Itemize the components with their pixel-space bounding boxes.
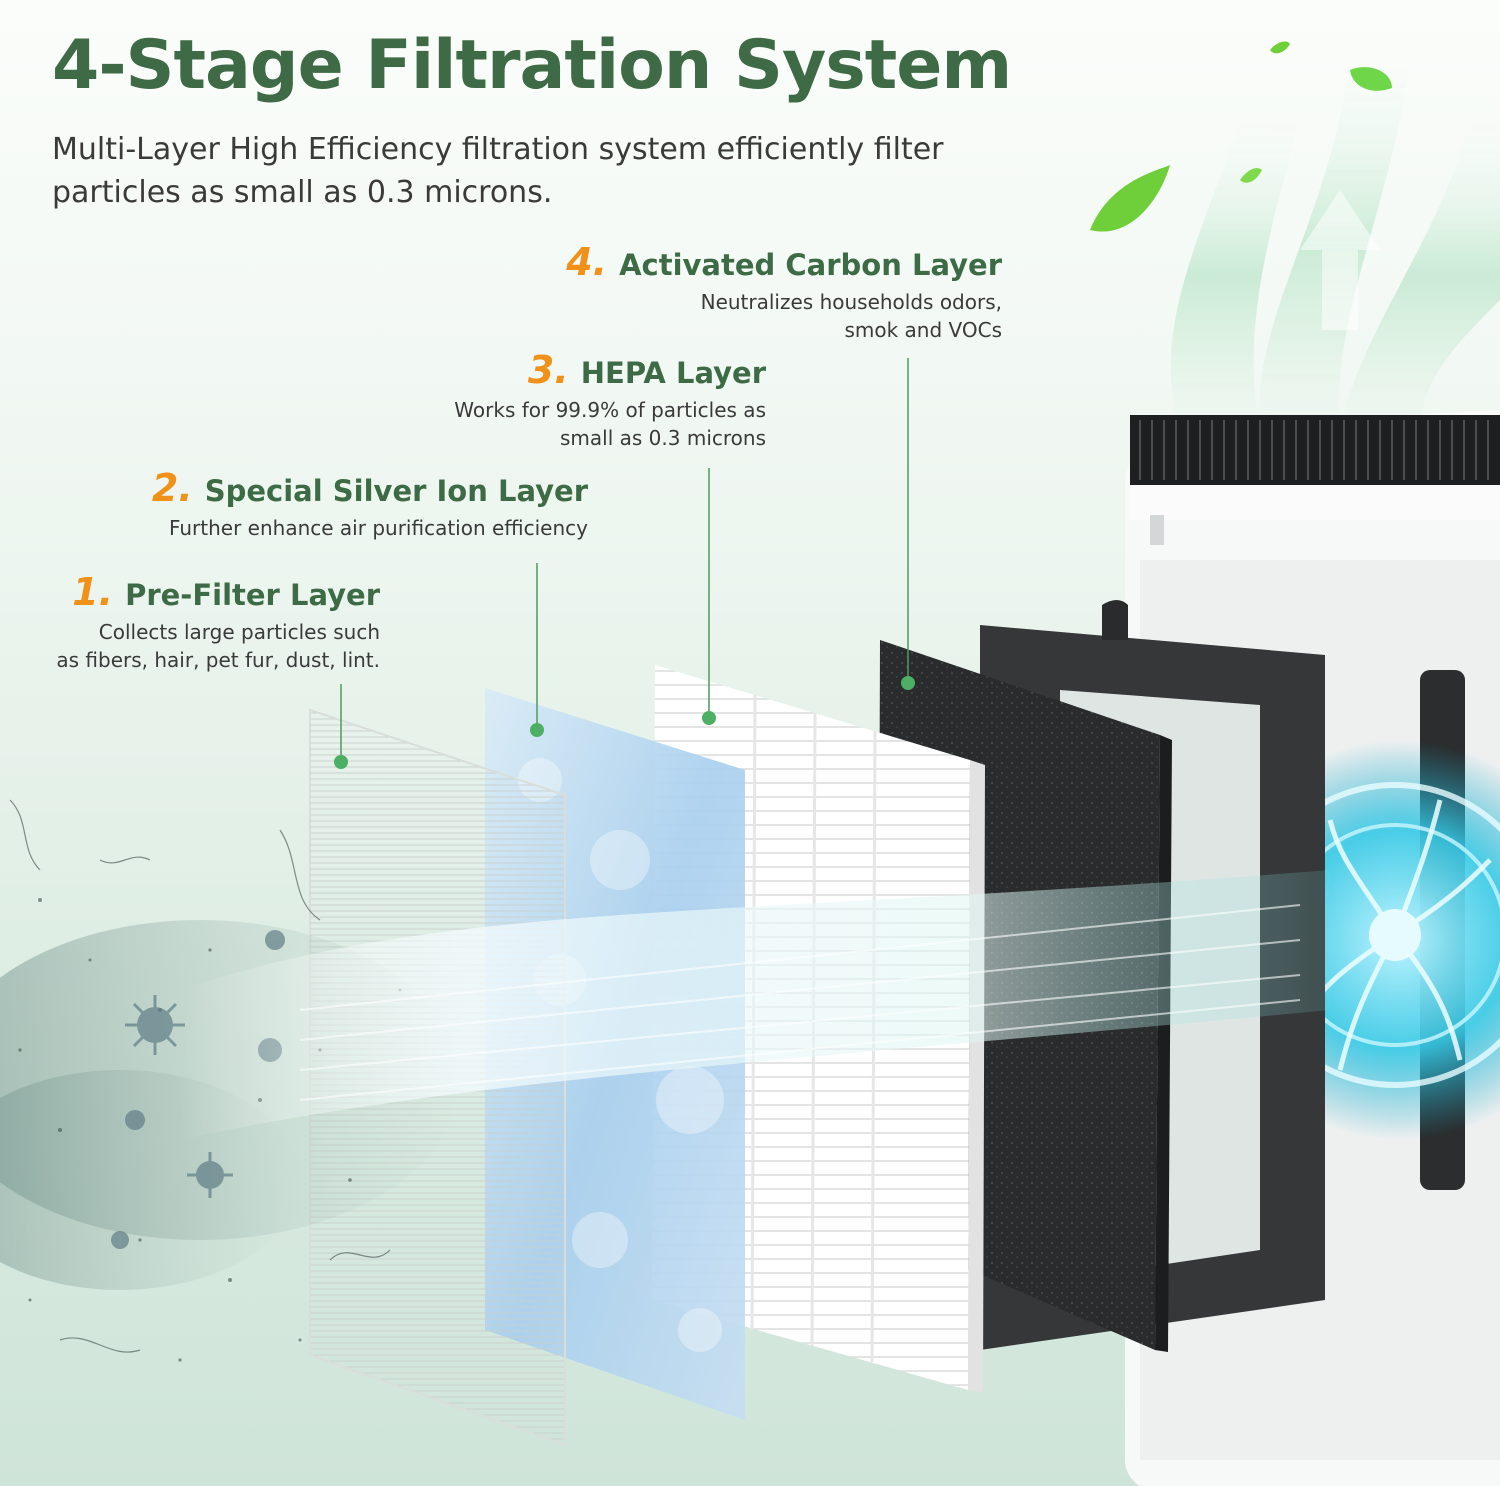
air-stream [180, 870, 1330, 1140]
stage-1-pre-filter: 1. Pre-Filter Layer Collects large partic… [56, 570, 380, 674]
stage-number: 3. [527, 348, 569, 392]
stage-desc-line: Further enhance air purification efficie… [168, 516, 588, 540]
stage-title: Special Silver Ion Layer [204, 474, 588, 508]
stage-desc-line: Collects large particles such [98, 620, 380, 644]
stage-desc-line: smok and VOCs [844, 318, 1002, 342]
stage-3-hepa: 3. HEPA Layer Works for 99.9% of particle… [454, 348, 766, 452]
page-subtitle: Multi-Layer High Efficiency filtration s… [52, 132, 944, 210]
stage-4-activated-carbon: 4. Activated Carbon Layer Neutralizes hou… [566, 240, 1002, 344]
stage-title: Activated Carbon Layer [619, 248, 1002, 282]
stage-desc-line: as fibers, hair, pet fur, dust, lint. [56, 648, 380, 672]
stage-desc-line: Neutralizes households odors, [700, 290, 1002, 314]
stage-desc-line: Works for 99.9% of particles as [454, 398, 766, 422]
stage-desc-line: small as 0.3 microns [560, 426, 766, 450]
leaf-icon [1090, 41, 1392, 232]
stage-title: Pre-Filter Layer [125, 578, 380, 612]
virus-particle-icon [111, 930, 285, 1249]
stage-number: 1. [72, 570, 114, 614]
stage-number: 4. [566, 240, 608, 284]
stage-2-silver-ion: 2. Special Silver Ion Layer Further enhan… [152, 466, 588, 542]
page-title: 4-Stage Filtration System [52, 26, 1012, 105]
stage-title: HEPA Layer [580, 356, 766, 390]
clean-air-swirl [1170, 60, 1500, 430]
stage-number: 2. [151, 466, 193, 510]
stage-connectors [334, 358, 915, 769]
